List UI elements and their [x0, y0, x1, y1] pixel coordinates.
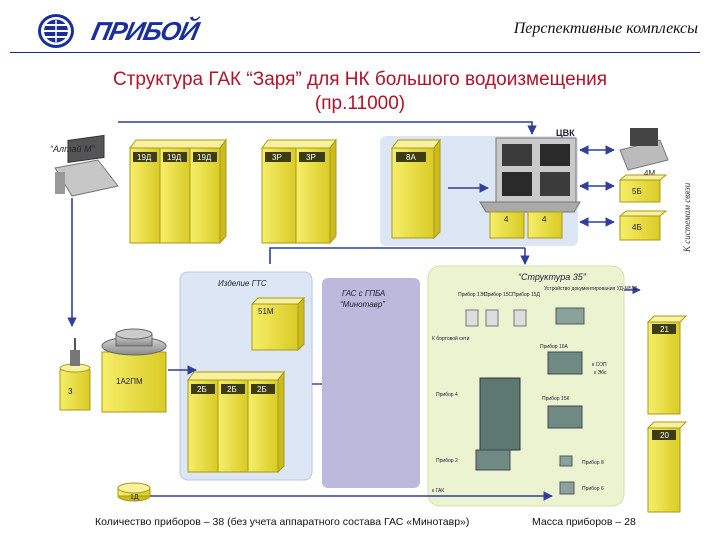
- unit-8a: 8А: [406, 153, 416, 162]
- gts-label: Изделие ГТС: [218, 279, 267, 288]
- unit-19d-a: 19Д: [137, 153, 152, 162]
- cvk-label: ЦВК: [556, 128, 575, 138]
- unit-4m: 4М: [644, 169, 655, 178]
- unit-1d-disc: [117, 482, 151, 502]
- comm-box-4b: [618, 210, 668, 241]
- slide-title: Структура ГАК “Заря” для НК большого вод…: [20, 68, 700, 116]
- document-title: Перспективные комплексы: [513, 20, 698, 37]
- struktura-pribor-1: Прибор 1ЭС: [458, 292, 487, 298]
- unit-1d: 1Д: [130, 494, 139, 501]
- unit-2b-b: 2Б: [227, 385, 237, 394]
- unit-2b-c: 2Б: [257, 385, 267, 394]
- altai-label: “Алтай М”: [50, 144, 95, 154]
- unit-3-sensor: [59, 338, 91, 411]
- box-51m: [250, 296, 306, 352]
- link-top-bus: [118, 121, 537, 135]
- comm-box-5b: [618, 174, 668, 203]
- struktura-pribor-6: Прибор 6: [582, 486, 604, 492]
- struktura-ustroistvo: Устройство документирования УД-М512: [544, 285, 637, 292]
- unit-1a2pm: 1А2ПМ: [116, 377, 143, 386]
- cabinet-group-2b: [187, 370, 285, 474]
- struktura-pribor-2: Прибор 15С: [484, 292, 513, 298]
- cabinet-group-3r: [261, 138, 337, 245]
- cabinet-group-19d: [129, 138, 227, 245]
- struktura-pribor-8: Прибор 8: [582, 460, 604, 466]
- struktura-k-bort: К бортовой сети: [432, 335, 470, 342]
- comm-console-4m: [619, 128, 669, 171]
- unit-3r-a: 3Р: [272, 153, 282, 162]
- unit-20: 20: [660, 431, 669, 440]
- cabinet-21: [646, 315, 688, 415]
- panel-gas-gpba: [322, 278, 420, 488]
- struktura-label: “Структура 35”: [518, 272, 587, 282]
- unit-3: 3: [68, 387, 73, 396]
- panel-struktura-35: [427, 265, 625, 507]
- link-cvk-gts: [269, 247, 525, 264]
- cabinet-8a: [391, 138, 441, 240]
- slide-title-line1: Структура ГАК “Заря” для НК большого вод…: [112, 69, 608, 90]
- unit-4-b: 4: [542, 215, 547, 224]
- gas-gpba-label-1: ГАС с ГПБА: [342, 289, 385, 298]
- struktura-k-gak: к ГАК: [432, 488, 444, 494]
- unit-21: 21: [660, 325, 669, 334]
- unit-5b: 5Б: [632, 187, 642, 196]
- header-divider: [10, 52, 700, 53]
- unit-3r-b: 3Р: [306, 153, 316, 162]
- device-count-note: Количество приборов – 38 (без учета аппа…: [95, 516, 470, 528]
- slide-title-line2: (пр.11000): [314, 93, 406, 114]
- unit-2b-a: 2Б: [197, 385, 207, 394]
- unit-19d-c: 19Д: [197, 153, 212, 162]
- gas-gpba-label-2: “Минотавр”: [340, 300, 385, 309]
- unit-19d-b: 19Д: [167, 153, 182, 162]
- unit-51m: 51М: [258, 307, 274, 316]
- struktura-pribor-16a: Прибор 16А: [540, 344, 569, 350]
- side-vertical-label: К системам связи: [682, 182, 692, 252]
- unit-4b: 4Б: [632, 223, 642, 232]
- company-logo-globe-icon: [38, 14, 74, 48]
- unit-1a2pm-drum: [101, 328, 167, 413]
- struktura-k-ebz: к Эбс: [594, 370, 607, 376]
- altai-console: [54, 134, 119, 197]
- cabinet-20: [646, 421, 688, 513]
- struktura-pribor-2: Прибор 2: [436, 458, 458, 464]
- struktura-k-sop: к СОП: [592, 362, 607, 368]
- struktura-pribor-3: Прибор 15Д: [512, 292, 541, 298]
- cvk-console: [479, 137, 581, 239]
- unit-4-a: 4: [504, 215, 509, 224]
- struktura-pribor-15k: Прибор 15К: [542, 396, 570, 402]
- struktura-devices: [465, 307, 585, 495]
- struktura-pribor-4: Прибор 4: [436, 392, 458, 398]
- device-mass-note: Масса приборов – 28: [532, 516, 636, 528]
